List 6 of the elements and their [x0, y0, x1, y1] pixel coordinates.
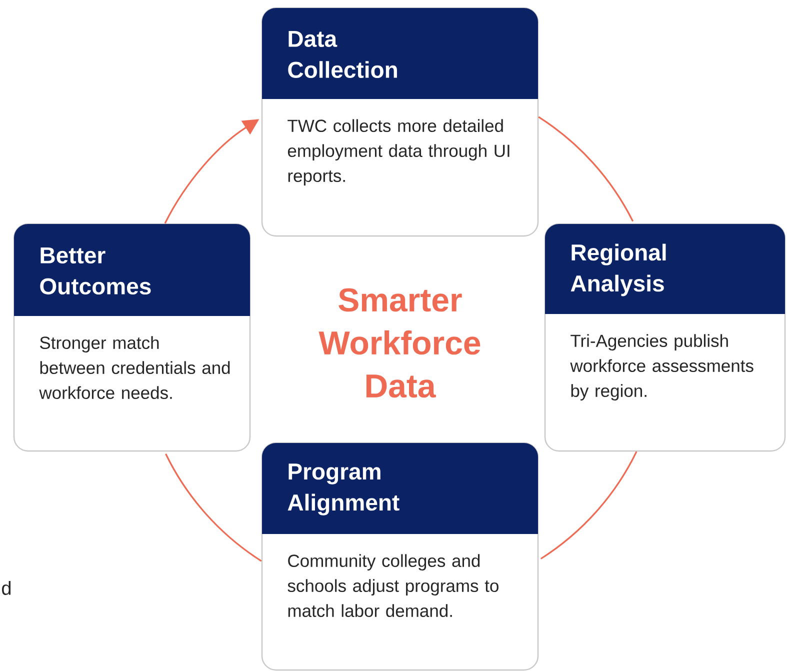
- process-card: Better Outcomes Stronger match between credentials and workforce needs.: [13, 223, 251, 452]
- process-card: Data Collection TWC collects more detailed employment data through UI reports.: [261, 7, 539, 237]
- text-fragment: d: [2, 581, 11, 595]
- title: Smarter Workforce Data: [318, 288, 480, 398]
- process-card: Regional Analysis Tri-Agencies publish workforce assessments by region.: [544, 223, 786, 452]
- process-card: Program Alignment Community colleges and schools adjust programs to match labor demand.: [261, 442, 539, 671]
